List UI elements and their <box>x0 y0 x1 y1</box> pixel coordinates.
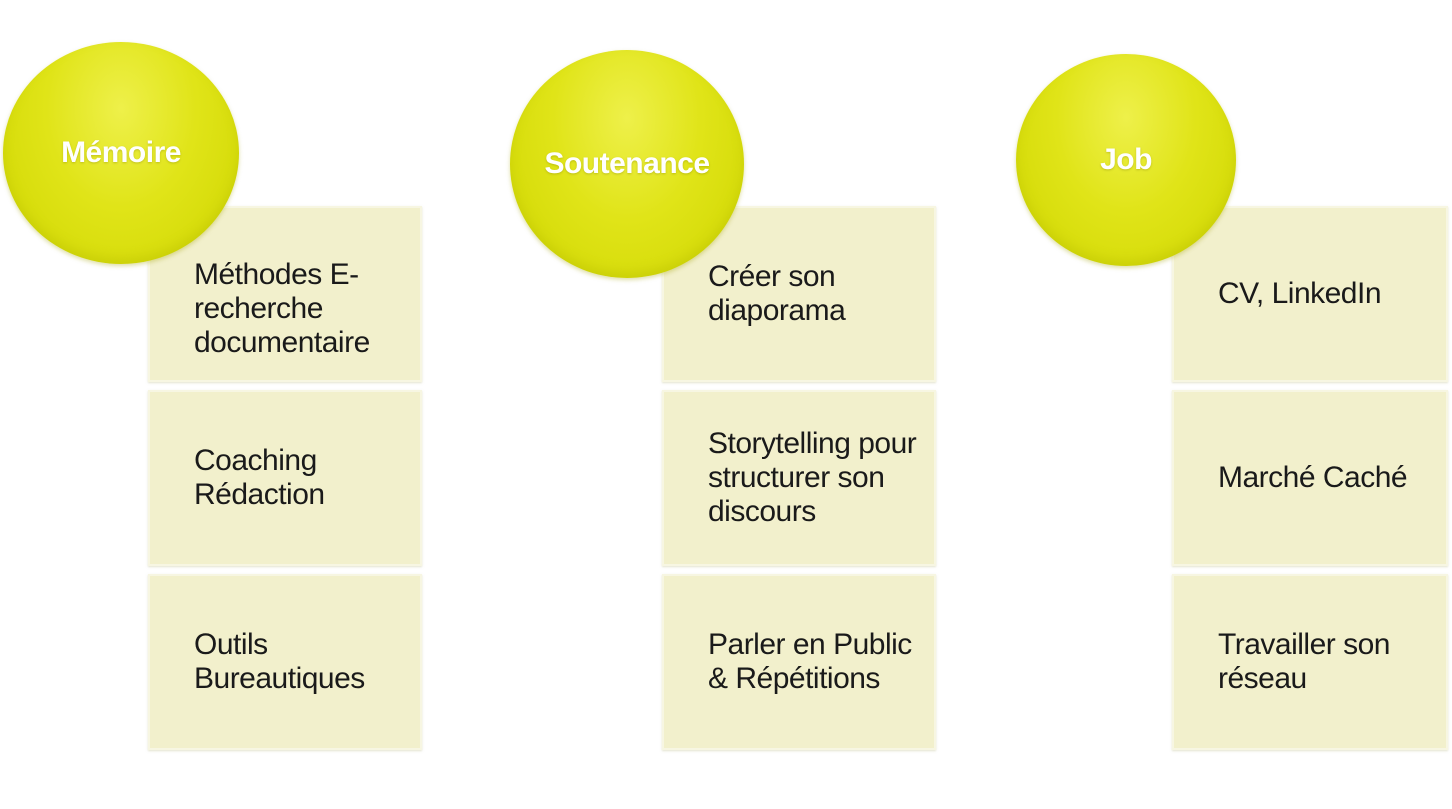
item-label: Coaching Rédaction <box>194 444 325 511</box>
item-box: Marché Caché <box>1172 390 1448 566</box>
category-title: Mémoire <box>61 136 181 169</box>
item-box: Travailler son réseau <box>1172 574 1448 750</box>
item-label: CV, LinkedIn <box>1218 277 1382 310</box>
category-circle: Job <box>1016 54 1236 266</box>
item-box: Storytelling pour structurer son discour… <box>662 390 936 566</box>
item-label: Créer son diaporama <box>708 260 846 327</box>
item-label: Méthodes E-recherche documentaire <box>194 258 370 359</box>
item-label: Marché Caché <box>1218 461 1408 494</box>
item-label: Parler en Public & Répétitions <box>708 628 912 695</box>
item-box: Outils Bureautiques <box>148 574 422 750</box>
column-soutenance: Créer son diaporama Storytelling pour st… <box>510 0 950 809</box>
item-box: Méthodes E-recherche documentaire <box>148 206 422 382</box>
item-label: Storytelling pour structurer son discour… <box>708 427 917 528</box>
category-circle: Mémoire <box>3 42 239 264</box>
column-job: CV, LinkedIn Marché Caché Travailler son… <box>1016 0 1452 809</box>
item-box: Coaching Rédaction <box>148 390 422 566</box>
item-box: Parler en Public & Répétitions <box>662 574 936 750</box>
item-label: Travailler son réseau <box>1218 628 1390 695</box>
category-circle: Soutenance <box>510 50 744 278</box>
item-label: Outils Bureautiques <box>194 628 365 695</box>
column-memoire: Méthodes E-recherche documentaire Coachi… <box>0 0 440 809</box>
category-title: Job <box>1100 143 1152 176</box>
category-title: Soutenance <box>544 147 710 180</box>
item-box: CV, LinkedIn <box>1172 206 1448 382</box>
